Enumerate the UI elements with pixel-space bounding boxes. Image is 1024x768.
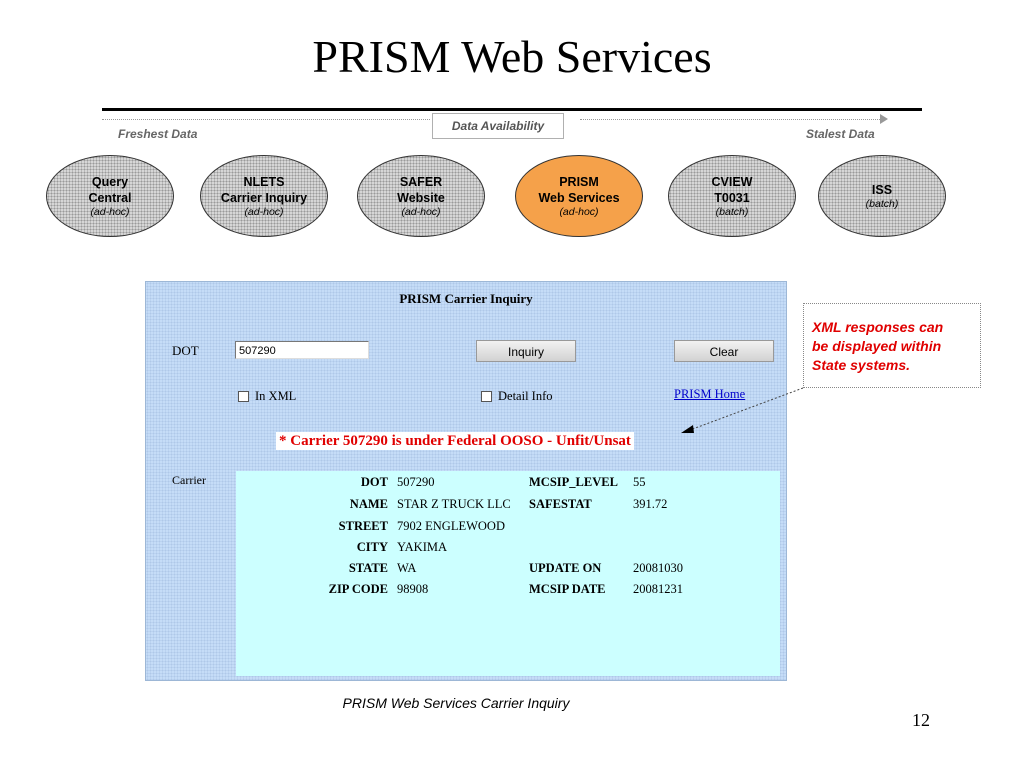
in-xml-checkbox[interactable]: In XML: [238, 389, 296, 404]
prism-home-link[interactable]: PRISM Home: [674, 387, 746, 401]
field-value: 55: [633, 475, 646, 489]
xml-callout: XML responses can be displayed within St…: [803, 303, 981, 388]
source-mode: (batch): [715, 205, 749, 218]
source-name-line: ISS: [871, 182, 893, 197]
callout-line: XML responses can: [812, 319, 944, 335]
field-label: UPDATE ON: [529, 561, 602, 575]
detail-info-label: Detail Info: [498, 389, 553, 403]
field-label: STATE: [348, 561, 388, 575]
field-label: ZIP CODE: [328, 582, 388, 596]
data-availability-label: Data Availability: [432, 113, 564, 139]
source-mode: (batch): [865, 197, 899, 210]
dot-input[interactable]: 507290: [235, 341, 369, 359]
field-value: 20081231: [633, 582, 683, 596]
title-divider: [102, 108, 922, 111]
table-row: ZIP CODE 98908 MCSIP DATE 20081231: [236, 579, 780, 599]
field-value: 98908: [397, 582, 429, 596]
field-label: MCSIP DATE: [529, 582, 606, 596]
field-value: 391.72: [633, 497, 668, 511]
field-label: SAFESTAT: [529, 497, 592, 511]
source-mode: (ad-hoc): [90, 205, 130, 218]
field-label: CITY: [356, 540, 388, 554]
source-nlets: NLETS Carrier Inquiry (ad-hoc): [200, 155, 328, 237]
table-row: STATE WA UPDATE ON 20081030: [236, 558, 780, 578]
source-mode: (ad-hoc): [559, 205, 599, 218]
field-value: 7902 ENGLEWOOD: [397, 519, 505, 533]
freshest-data-label: Freshest Data: [118, 127, 198, 141]
in-xml-label: In XML: [255, 389, 297, 403]
source-query-central: Query Central (ad-hoc): [46, 155, 174, 237]
source-name-line: Web Services: [538, 190, 620, 205]
checkbox-icon[interactable]: [481, 391, 492, 402]
field-label: STREET: [338, 519, 388, 533]
arrow-right-icon: [880, 114, 888, 124]
slide-title: PRISM Web Services: [312, 31, 712, 82]
source-prism-web-services: PRISM Web Services (ad-hoc): [515, 155, 643, 237]
carrier-label: Carrier: [172, 473, 206, 487]
stalest-data-label: Stalest Data: [806, 127, 875, 141]
source-name-line: Carrier Inquiry: [220, 190, 308, 205]
source-mode: (ad-hoc): [244, 205, 284, 218]
field-label: MCSIP_LEVEL: [529, 475, 618, 489]
source-name-line: CVIEW: [711, 174, 753, 189]
field-label: NAME: [349, 497, 388, 511]
clear-button[interactable]: Clear: [674, 340, 774, 362]
source-mode: (ad-hoc): [401, 205, 441, 218]
source-safer: SAFER Website (ad-hoc): [357, 155, 485, 237]
slide-caption: PRISM Web Services Carrier Inquiry: [342, 695, 570, 711]
checkbox-icon[interactable]: [238, 391, 249, 402]
source-name-line: Website: [397, 190, 445, 205]
field-value: YAKIMA: [397, 540, 447, 554]
table-row: CITY YAKIMA: [236, 537, 780, 557]
freshness-line-left: [102, 119, 430, 120]
slide-number: 12: [912, 710, 930, 730]
ooso-alert: * Carrier 507290 is under Federal OOSO -…: [276, 432, 634, 450]
inquiry-title: PRISM Carrier Inquiry: [399, 291, 533, 306]
freshness-line-right: [580, 119, 880, 120]
table-row: NAME STAR Z TRUCK LLC SAFESTAT 391.72: [236, 494, 780, 514]
field-value: 20081030: [633, 561, 683, 575]
carrier-details: DOT 507290 MCSIP_LEVEL 55 NAME STAR Z TR…: [236, 471, 780, 676]
carrier-inquiry-panel: PRISM Carrier Inquiry DOT 507290 Inquiry…: [145, 281, 787, 681]
detail-info-checkbox[interactable]: Detail Info: [481, 389, 553, 404]
field-label: DOT: [360, 475, 388, 489]
source-name-line: NLETS: [243, 174, 285, 189]
source-iss: ISS (batch): [818, 155, 946, 237]
inquiry-button[interactable]: Inquiry: [476, 340, 576, 362]
callout-line: be displayed within: [812, 338, 942, 354]
table-row: DOT 507290 MCSIP_LEVEL 55: [236, 472, 780, 492]
source-name-line: Query: [91, 174, 129, 189]
source-cview: CVIEW T0031 (batch): [668, 155, 796, 237]
field-value: 507290: [397, 475, 435, 489]
field-value: WA: [397, 561, 417, 575]
table-row: STREET 7902 ENGLEWOOD: [236, 516, 780, 536]
field-value: STAR Z TRUCK LLC: [397, 497, 511, 511]
dot-label: DOT: [172, 343, 199, 358]
callout-line: State systems.: [812, 357, 911, 373]
source-name-line: SAFER: [399, 174, 443, 189]
source-name-line: PRISM: [559, 174, 599, 189]
source-name-line: T0031: [714, 190, 750, 205]
source-name-line: Central: [88, 190, 132, 205]
